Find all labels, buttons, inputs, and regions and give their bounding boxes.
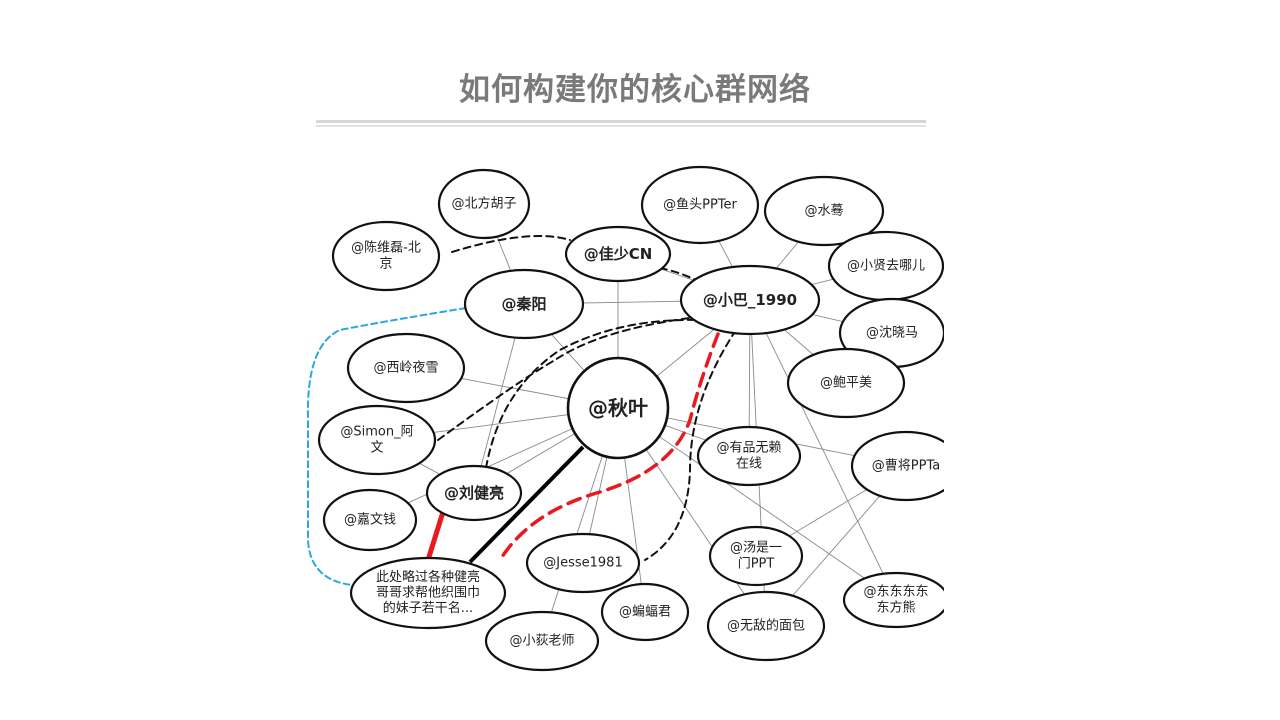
node-ellipse [600, 582, 690, 642]
node-yutou: @鱼头PPTer [640, 165, 760, 245]
node-label: @小贤去哪儿 [847, 259, 925, 274]
node-ellipse [525, 532, 641, 594]
node-ellipse [331, 220, 441, 292]
node-baopingmei: @鲍平美 [786, 347, 906, 419]
node-label: @陈维磊-北 [351, 240, 421, 256]
node-ellipse [640, 165, 760, 245]
node-ellipse [696, 425, 802, 487]
node-label: @佳少CN [584, 245, 653, 263]
node-ellipse [437, 168, 531, 240]
node-ellipse [346, 332, 466, 404]
node-label: 东方熊 [876, 599, 915, 615]
title-divider [316, 120, 926, 123]
node-label: @无敌的面包 [727, 618, 805, 634]
node-label: @汤是一 [730, 541, 782, 556]
node-xiling: @西岭夜雪 [346, 332, 466, 404]
node-label: @Simon_阿 [340, 425, 413, 440]
node-label: @秦阳 [501, 295, 546, 313]
node-label: @东东东东 [863, 585, 928, 600]
title-divider-secondary [316, 125, 926, 127]
node-label: @Jesse1981 [543, 556, 622, 571]
node-label: @刘健亮 [444, 484, 504, 502]
dashed-connection [485, 318, 701, 469]
node-xiaoba: @小巴_1990 [679, 264, 821, 336]
node-label: @北方胡子 [451, 196, 516, 212]
node-label: 文 [370, 440, 383, 455]
node-ellipse [425, 464, 523, 522]
node-label: @鱼头PPTer [663, 197, 737, 213]
node-label: @嘉文钱 [344, 513, 396, 528]
node-label: @有品无赖 [716, 441, 781, 456]
node-liujianliang: @刘健亮 [425, 464, 523, 522]
node-label: @秋叶 [588, 396, 648, 420]
node-label: 的妹子若干名... [383, 600, 473, 616]
dashed-connection [451, 235, 571, 253]
node-xiaodi: @小荻老师 [484, 610, 600, 672]
node-label: @沈晓马 [866, 326, 918, 341]
node-label: @鲍平美 [820, 376, 872, 391]
node-ellipse [679, 264, 821, 336]
node-ellipse [564, 225, 672, 283]
node-label: 此处略过各种健亮 [376, 569, 480, 585]
node-label: 哥哥求帮他织围巾 [376, 586, 480, 601]
node-ellipse [322, 488, 418, 552]
solid-black-connection [468, 445, 585, 564]
connection-line [749, 299, 897, 601]
node-label: @小荻老师 [509, 634, 574, 649]
dashed-red-connection [498, 332, 720, 562]
node-note: 此处略过各种健亮哥哥求帮他织围巾的妹子若干名... [349, 556, 507, 630]
node-label: 京 [379, 256, 392, 271]
node-label: 在线 [736, 456, 762, 471]
node-ellipse [842, 571, 944, 629]
node-label: @西岭夜雪 [373, 361, 438, 376]
node-ellipse [763, 175, 885, 247]
node-beifang: @北方胡子 [437, 168, 531, 240]
node-ellipse [566, 356, 670, 460]
node-label: @曹将PPTa [872, 459, 940, 474]
node-ellipse [708, 525, 804, 587]
node-xiaoxian: @小贤去哪儿 [827, 230, 944, 302]
node-caojiang: @曹将PPTa [850, 430, 944, 502]
connection-line [617, 407, 897, 601]
node-label: @水蓦 [804, 204, 843, 219]
node-simon: @Simon_阿文 [317, 404, 437, 476]
solid-red-connection [425, 511, 446, 561]
dashed-connection [644, 329, 737, 561]
node-shuimu: @水蓦 [763, 175, 885, 247]
node-ellipse [706, 590, 826, 662]
node-label: 门PPT [738, 556, 775, 571]
node-qiuye: @秋叶 [566, 356, 670, 460]
node-ellipse [349, 556, 507, 630]
node-ellipse [786, 347, 906, 419]
node-ellipse [484, 610, 600, 672]
page-title: 如何构建你的核心群网络 [459, 72, 811, 108]
dashed-connection [437, 317, 691, 441]
node-chenweilei: @陈维磊-北京 [331, 220, 441, 292]
node-bianfu: @蝙蝠君 [600, 582, 690, 642]
node-label: @蝙蝠君 [619, 604, 671, 620]
node-ellipse [463, 268, 585, 340]
node-jiashao: @佳少CN [564, 225, 672, 283]
node-qinyang: @秦阳 [463, 268, 585, 340]
node-ellipse [317, 404, 437, 476]
node-ellipse [850, 430, 944, 502]
node-label: @小巴_1990 [703, 291, 797, 309]
node-wudi: @无敌的面包 [706, 590, 826, 662]
node-jiawenqian: @嘉文钱 [322, 488, 418, 552]
node-jesse: @Jesse1981 [525, 532, 641, 594]
dashed-blue-connection [306, 307, 467, 586]
